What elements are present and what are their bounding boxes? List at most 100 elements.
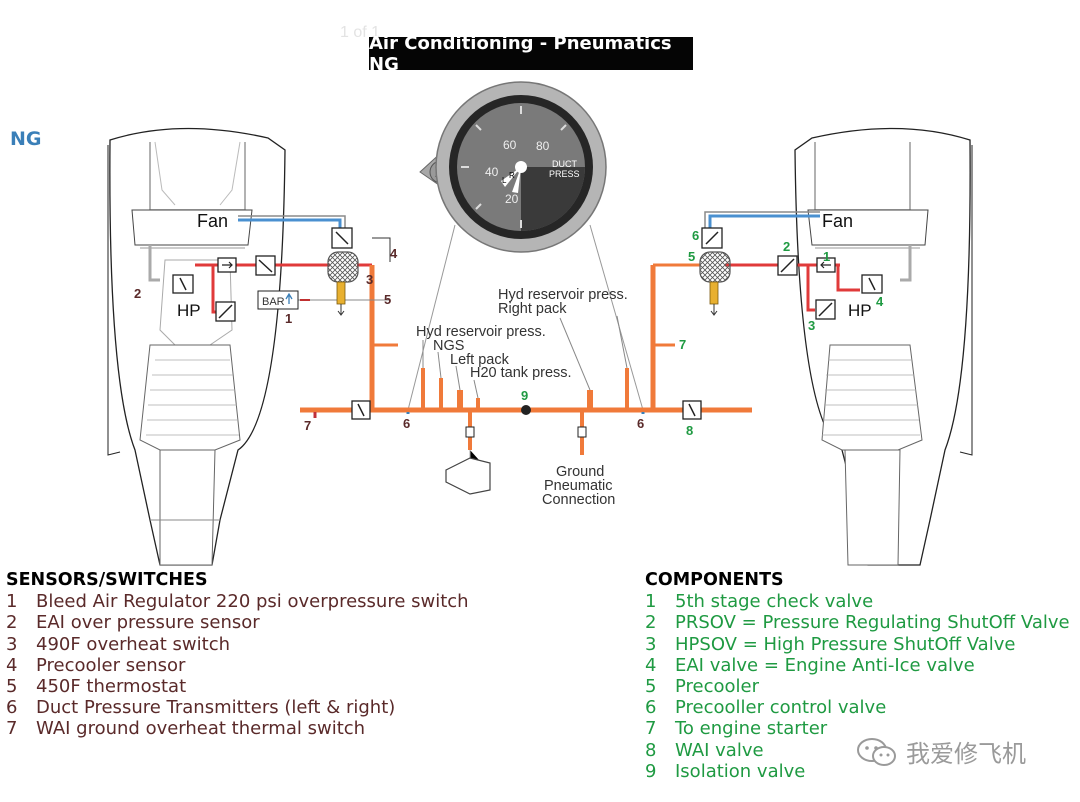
legend-num: 4	[6, 654, 18, 676]
hyd-ngs-label-1: Hyd reservoir press.	[416, 324, 546, 340]
left-sensor-num-4: 4	[390, 246, 398, 261]
comp-num-6: 6	[692, 228, 699, 243]
legend-text: HPSOV = High Pressure ShutOff Valve	[675, 633, 1016, 655]
right-sensor-num-6: 6	[637, 416, 644, 431]
h2o-tank-label: H20 tank press.	[470, 365, 572, 381]
ng-badge: NG	[10, 128, 42, 150]
gauge-tick-80: 80	[536, 139, 550, 153]
hyd-ngs-label-2: NGS	[433, 338, 464, 354]
legend-num: 4	[645, 654, 657, 676]
hyd-right-label-2: Right pack	[498, 301, 567, 317]
bar-switch-label: BAR	[262, 296, 285, 308]
right-precooler	[699, 251, 731, 283]
legend-text: EAI valve = Engine Anti-Ice valve	[675, 654, 975, 676]
components-legend: COMPONENTS 1 5th stage check valve 2 PRSOV…	[645, 570, 1070, 782]
gauge-label-duct: DUCT	[552, 159, 577, 169]
comp-num-2: 2	[783, 239, 790, 254]
gauge-needle-left	[501, 167, 521, 187]
comp-num-5: 5	[688, 249, 695, 264]
legend-text: Isolation valve	[675, 760, 806, 782]
comp-num-7: 7	[679, 337, 686, 352]
ground-label-3: Connection	[542, 492, 615, 508]
left-sensor-num-6: 6	[403, 416, 410, 431]
left-sensor-num-2: 2	[134, 286, 141, 301]
legend-row: 2 EAI over pressure sensor	[6, 612, 469, 633]
comp-num-9: 9	[521, 388, 528, 403]
legend-text: WAI ground overheat thermal switch	[36, 718, 366, 740]
legend-num: 5	[645, 676, 657, 698]
watermark: 我爱修飞机	[856, 734, 1026, 769]
left-sensor-num-3: 3	[366, 272, 373, 287]
left-precooler	[327, 251, 359, 283]
gauge-tick-40: 40	[485, 165, 499, 179]
ground-label-1: Ground	[556, 464, 604, 480]
left-sensor-num-5: 5	[384, 292, 391, 307]
left-engine: Fan HP	[107, 127, 286, 566]
right-fan-label: Fan	[822, 211, 853, 231]
legend-row: 5 450F thermostat	[6, 676, 469, 697]
legend-num: 3	[6, 633, 18, 655]
legend-num: 1	[645, 591, 657, 613]
hyd-right-label-1: Hyd reservoir press.	[498, 287, 628, 303]
legend-row: 7 WAI ground overheat thermal switch	[6, 718, 469, 739]
ground-label-2: Pneumatic	[544, 478, 613, 494]
legend-text: 5th stage check valve	[675, 591, 874, 613]
legend-row: 1 Bleed Air Regulator 220 psi overpressur…	[6, 591, 469, 612]
bleed-manifold	[300, 368, 752, 495]
duct-pressure-gauge[interactable]: 60 80 40 20 DUCT PRESS L R	[407, 81, 644, 411]
left-sensor-num-1: 1	[285, 311, 292, 326]
wechat-icon	[857, 737, 896, 766]
gauge-needle-right	[512, 167, 521, 193]
gauge-label-press: PRESS	[549, 169, 580, 179]
comp-num-1: 1	[823, 249, 830, 264]
legend-num: 7	[6, 718, 18, 740]
comp-num-4: 4	[876, 294, 884, 309]
legend-text: Duct Pressure Transmitters (left & right…	[36, 697, 396, 719]
legend-text: WAI valve	[675, 739, 764, 761]
right-hp-label: HP	[848, 301, 872, 320]
left-fan-label: Fan	[197, 211, 228, 231]
gauge-tick-60: 60	[503, 138, 517, 152]
legend-num: 2	[645, 612, 657, 634]
legend-num: 2	[6, 612, 18, 634]
legend-text: 490F overheat switch	[36, 633, 231, 655]
legend-text: PRSOV = Pressure Regulating ShutOff Valv…	[675, 612, 1070, 634]
legend-text: EAI over pressure sensor	[36, 612, 260, 634]
legend-row: 1 5th stage check valve	[645, 591, 1070, 612]
left-valves: BAR	[172, 227, 359, 322]
legend-num: 7	[645, 718, 657, 740]
legend-num: 1	[6, 591, 18, 613]
gauge-tick-20: 20	[505, 192, 519, 206]
sensors-heading: SENSORS/SWITCHES	[6, 570, 208, 590]
components-heading: COMPONENTS	[645, 570, 784, 590]
legend-row: 5 Precooler	[645, 676, 1070, 697]
legend-text: Precooler	[675, 676, 760, 698]
legend-num: 6	[6, 697, 18, 719]
legend-text: To engine starter	[675, 718, 828, 740]
gauge-needle-label-r: R	[509, 171, 515, 180]
legend-text: Bleed Air Regulator 220 psi overpressure…	[36, 591, 469, 613]
sensors-legend: SENSORS/SWITCHES 1 Bleed Air Regulator 22…	[6, 570, 469, 740]
apu-icon	[445, 457, 491, 495]
legend-row: 7 To engine starter	[645, 718, 1070, 739]
watermark-text: 我爱修飞机	[906, 740, 1026, 768]
page-title: Air Conditioning - Pneumatics NG	[369, 33, 693, 75]
legend-num: 5	[6, 676, 18, 698]
page-indicator: 1 of 1	[340, 24, 381, 41]
legend-num: 6	[645, 697, 657, 719]
legend-text: 450F thermostat	[36, 676, 187, 698]
gauge-needle-label-l: L	[502, 176, 507, 185]
right-fan-air-line	[708, 214, 820, 232]
legend-row: 4 EAI valve = Engine Anti-Ice valve	[645, 655, 1070, 676]
comp-num-8: 8	[686, 423, 693, 438]
legend-row: 2 PRSOV = Pressure Regulating ShutOff Val…	[645, 612, 1070, 633]
legend-row: 6 Duct Pressure Transmitters (left & righ…	[6, 697, 469, 718]
legend-row: 3 490F overheat switch	[6, 634, 469, 655]
